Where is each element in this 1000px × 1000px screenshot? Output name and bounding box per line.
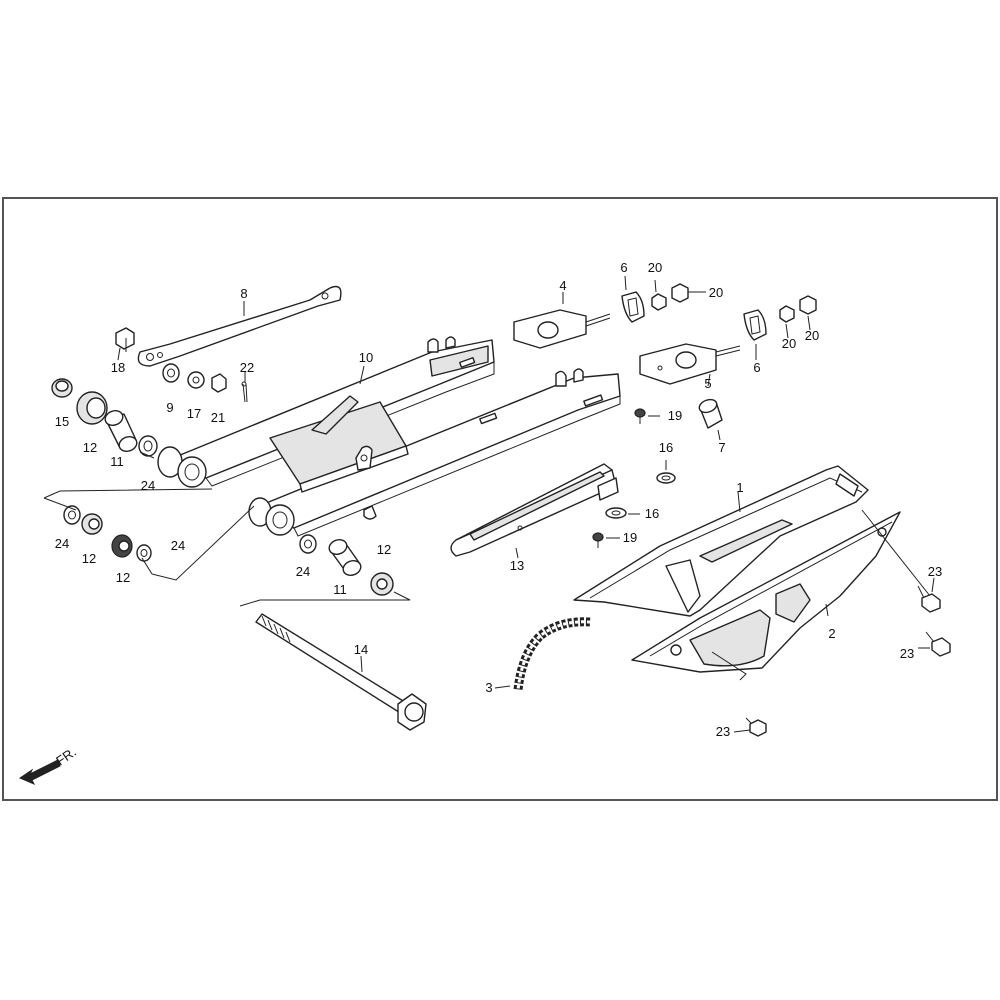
screw-19-lower [592,532,604,548]
callout-23-c: 23 [716,724,730,739]
washer-9 [162,363,180,383]
callout-16-upper: 16 [659,440,673,455]
screw-19-upper [634,408,646,424]
callout-24-upper: 24 [141,478,155,493]
chain-guard-1 [573,465,869,617]
bolt-23-c [745,717,767,737]
callout-5: 5 [704,376,711,391]
bearing-12-center [111,534,133,558]
callout-2: 2 [828,626,835,641]
callout-12-lower-left: 12 [82,551,96,566]
callout-12-upper: 12 [83,440,97,455]
adjuster-plate-6-left [621,291,645,323]
nut-20-b [671,283,689,303]
callout-17: 17 [187,406,201,421]
arrow-front-icon [18,759,61,785]
sleeve-7 [698,398,723,429]
bushing-24-upper [138,435,158,459]
adjuster-plate-6-right [743,309,767,341]
callout-24-lower-left: 24 [55,536,69,551]
callout-21: 21 [211,410,225,425]
callout-14: 14 [354,642,368,657]
chain-adjuster-5 [639,343,741,385]
callout-3: 3 [485,680,492,695]
callout-12-center: 12 [116,570,130,585]
swing-arm [157,336,621,537]
bushing-24-lower-left [63,505,81,525]
leader-lines [117,275,935,733]
bushing-24-right [299,534,317,554]
callout-18: 18 [111,360,125,375]
callout-7: 7 [718,440,725,455]
callout-12-right: 12 [377,542,391,557]
callout-numbers: 1 2 3 4 5 6 6 7 8 9 10 11 11 12 12 12 12… [55,260,942,739]
callout-20-a: 20 [648,260,662,275]
callout-16-lower: 16 [645,506,659,521]
callout-20-d: 20 [805,328,819,343]
chain-slider-13 [450,463,619,557]
pivot-bolt-14 [255,613,427,731]
washer-16-lower [605,507,627,519]
bushing-24-center [136,544,152,562]
bearing-12-lower-left [81,513,103,535]
callout-6-left: 6 [620,260,627,275]
callout-19-upper: 19 [668,408,682,423]
washer-16-upper [656,472,676,484]
strut-bar [137,285,342,367]
callout-9: 9 [166,400,173,415]
callout-23-b: 23 [900,646,914,661]
nut-21 [211,373,227,393]
callout-22: 22 [240,360,254,375]
chain-adjuster-4 [513,309,611,349]
callout-6-right: 6 [753,360,760,375]
callout-13: 13 [510,558,524,573]
nut-20-d [799,295,817,315]
bearing-12-upper [76,391,108,425]
nut-20-c [779,305,795,323]
collar-11-upper [104,410,138,452]
drive-chain-3 [513,617,591,691]
nut-20-a [651,293,667,311]
bearing-12-right [370,572,394,596]
bolt-23-a [917,585,941,613]
callout-11-upper: 11 [110,454,124,469]
chain-cover-2 [631,509,931,681]
bolt-23-b [925,631,951,657]
callout-23-a: 23 [928,564,942,579]
assembly-lines-left [43,488,411,607]
callout-24-right: 24 [296,564,310,579]
callout-20-c: 20 [782,336,796,351]
callout-8: 8 [240,286,247,301]
callout-24-center: 24 [171,538,185,553]
collar-11-lower [328,539,362,576]
bolt-18 [115,327,135,352]
nut-15 [51,378,73,398]
callout-20-b: 20 [709,285,723,300]
nut-17 [187,371,205,389]
callout-10: 10 [359,350,373,365]
cotter-pin-22 [241,381,248,403]
callout-4: 4 [559,278,566,293]
callout-19-lower: 19 [623,530,637,545]
callout-1: 1 [736,480,743,495]
callout-15: 15 [55,414,69,429]
callout-11-lower: 11 [333,582,347,597]
